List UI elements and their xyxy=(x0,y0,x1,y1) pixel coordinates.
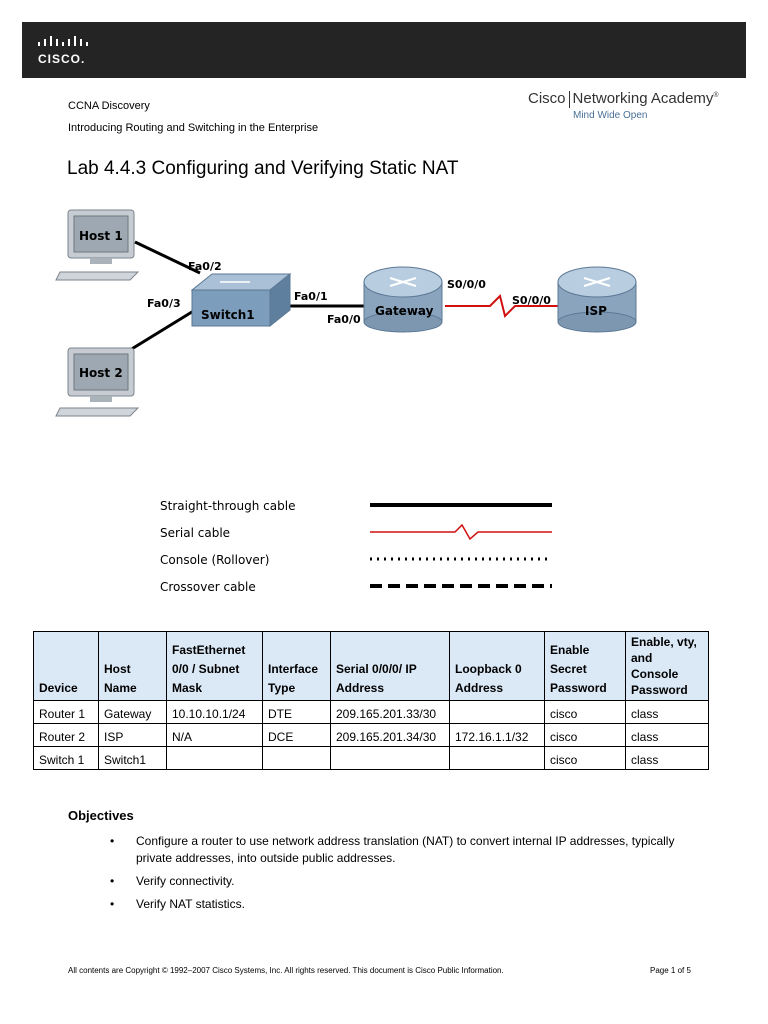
fa01-label: Fa0/1 xyxy=(294,290,328,303)
host2-pc-icon xyxy=(55,347,140,417)
fa02-label: Fa0/2 xyxy=(188,260,222,273)
page-number: Page 1 of 5 xyxy=(650,966,691,975)
isp-s000-label: S0/0/0 xyxy=(512,294,551,307)
list-item: •Verify NAT statistics. xyxy=(110,897,245,911)
host1-pc-icon xyxy=(55,209,140,281)
cisco-bridge-icon xyxy=(38,36,88,46)
objectives-list: •Configure a router to use network addre… xyxy=(110,833,710,919)
table-cell: ISP xyxy=(98,723,167,747)
table-cell: Switch 1 xyxy=(33,746,99,770)
table-cell: Switch1 xyxy=(98,746,167,770)
header-device: Device xyxy=(33,631,99,701)
table-row: Router 2 ISP N/A DCE 209.165.201.34/30 1… xyxy=(33,723,709,747)
table-cell: N/A xyxy=(166,723,263,747)
gateway-label: Gateway xyxy=(375,304,434,318)
legend-serial-label: Serial cable xyxy=(160,526,230,540)
list-item: •Configure a router to use network addre… xyxy=(110,834,675,865)
topology-diagram: Host 1 Host 2 Switch1 Gateway ISP Fa0/2 … xyxy=(55,209,637,417)
table-cell xyxy=(449,746,545,770)
cable-host2-switch xyxy=(129,305,201,352)
bullet-icon: • xyxy=(110,834,115,848)
host2-label: Host 2 xyxy=(79,366,123,380)
table-cell xyxy=(330,746,450,770)
top-banner: CISCO. xyxy=(22,22,746,78)
table-cell: cisco xyxy=(544,700,626,724)
legend-serial-line xyxy=(370,523,552,541)
fa03-label: Fa0/3 xyxy=(147,297,181,310)
cable-host1-switch xyxy=(134,240,201,275)
cisco-wordmark: CISCO. xyxy=(38,52,86,66)
course-name: CCNA Discovery xyxy=(68,100,150,112)
fa00-label: Fa0/0 xyxy=(327,313,361,326)
table-cell: class xyxy=(625,723,709,747)
bullet-icon: • xyxy=(110,897,115,911)
table-cell: DCE xyxy=(262,723,331,747)
table-cell: 209.165.201.33/30 xyxy=(330,700,450,724)
list-item: •Verify connectivity. xyxy=(110,874,235,888)
gateway-router-icon xyxy=(363,266,443,333)
course-subtitle: Introducing Routing and Switching in the… xyxy=(68,122,319,134)
legend-straight-label: Straight-through cable xyxy=(160,499,295,513)
table-cell xyxy=(262,746,331,770)
table-cell xyxy=(166,746,263,770)
copyright-footer: All contents are Copyright © 1992–2007 C… xyxy=(68,966,504,975)
legend-crossover-label: Crossover cable xyxy=(160,580,256,594)
academy-name-text: Networking Academy xyxy=(572,90,714,107)
table-cell: DTE xyxy=(262,700,331,724)
lab-title: Lab 4.4.3 Configuring and Verifying Stat… xyxy=(67,158,459,179)
table-cell: class xyxy=(625,746,709,770)
isp-label: ISP xyxy=(585,304,607,318)
table-cell: 172.16.1.1/32 xyxy=(449,723,545,747)
table-row: Switch 1 Switch1 cisco class xyxy=(33,746,709,770)
cisco-logo: CISCO. xyxy=(36,34,96,68)
table-cell: Router 1 xyxy=(33,700,99,724)
academy-cisco-text: Cisco xyxy=(528,90,566,107)
legend-console-label: Console (Rollover) xyxy=(160,553,269,567)
table-cell: 10.10.10.1/24 xyxy=(166,700,263,724)
table-cell: cisco xyxy=(544,723,626,747)
gateway-s000-label: S0/0/0 xyxy=(447,278,486,291)
table-cell: Gateway xyxy=(98,700,167,724)
table-cell: Router 2 xyxy=(33,723,99,747)
switch-label: Switch1 xyxy=(201,308,255,322)
table-cell: cisco xyxy=(544,746,626,770)
bullet-icon: • xyxy=(110,874,115,888)
cable-serial xyxy=(445,294,560,318)
objectives-heading: Objectives xyxy=(68,808,134,823)
table-cell: class xyxy=(625,700,709,724)
academy-tagline: Mind Wide Open xyxy=(573,110,648,121)
table-cell: 209.165.201.34/30 xyxy=(330,723,450,747)
switch-icon xyxy=(190,272,292,328)
table-cell xyxy=(449,700,545,724)
table-row: Router 1 Gateway 10.10.10.1/24 DTE 209.1… xyxy=(33,700,709,724)
host1-label: Host 1 xyxy=(79,229,123,243)
cable-legend: Straight-through cable Serial cable Cons… xyxy=(160,499,552,594)
isp-router-icon xyxy=(557,266,637,333)
